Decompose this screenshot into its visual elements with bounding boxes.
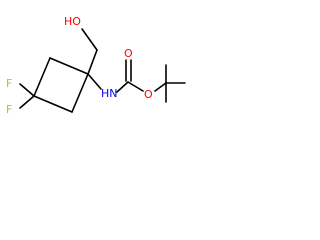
bond-ring-right	[71, 73, 89, 113]
atom-label-o-ester: O	[144, 88, 153, 101]
atom-label-ho: HO	[64, 15, 81, 28]
atom-label-f1: F	[6, 77, 12, 90]
bond-ring-left	[33, 57, 51, 97]
molecule-structure: F F HO HN O O	[6, 15, 186, 116]
atom-label-hn: HN	[101, 87, 118, 100]
bond-c-oester	[127, 81, 144, 92]
bond-n-c	[116, 81, 129, 93]
bond-c-f2	[19, 95, 35, 109]
bond-c-f1	[19, 83, 35, 97]
structure-canvas: F F HO HN O O	[6, 15, 186, 116]
atom-label-f2: F	[6, 103, 12, 116]
bond-c-n	[87, 73, 102, 90]
bond-oester-ctert	[154, 82, 167, 92]
atom-label-o-carbonyl: O	[124, 47, 133, 60]
bond-c-ch2	[87, 49, 98, 75]
bond-ring-top	[49, 57, 89, 75]
bond-ch2-oh	[81, 28, 98, 51]
bond-ring-bottom	[33, 95, 73, 113]
